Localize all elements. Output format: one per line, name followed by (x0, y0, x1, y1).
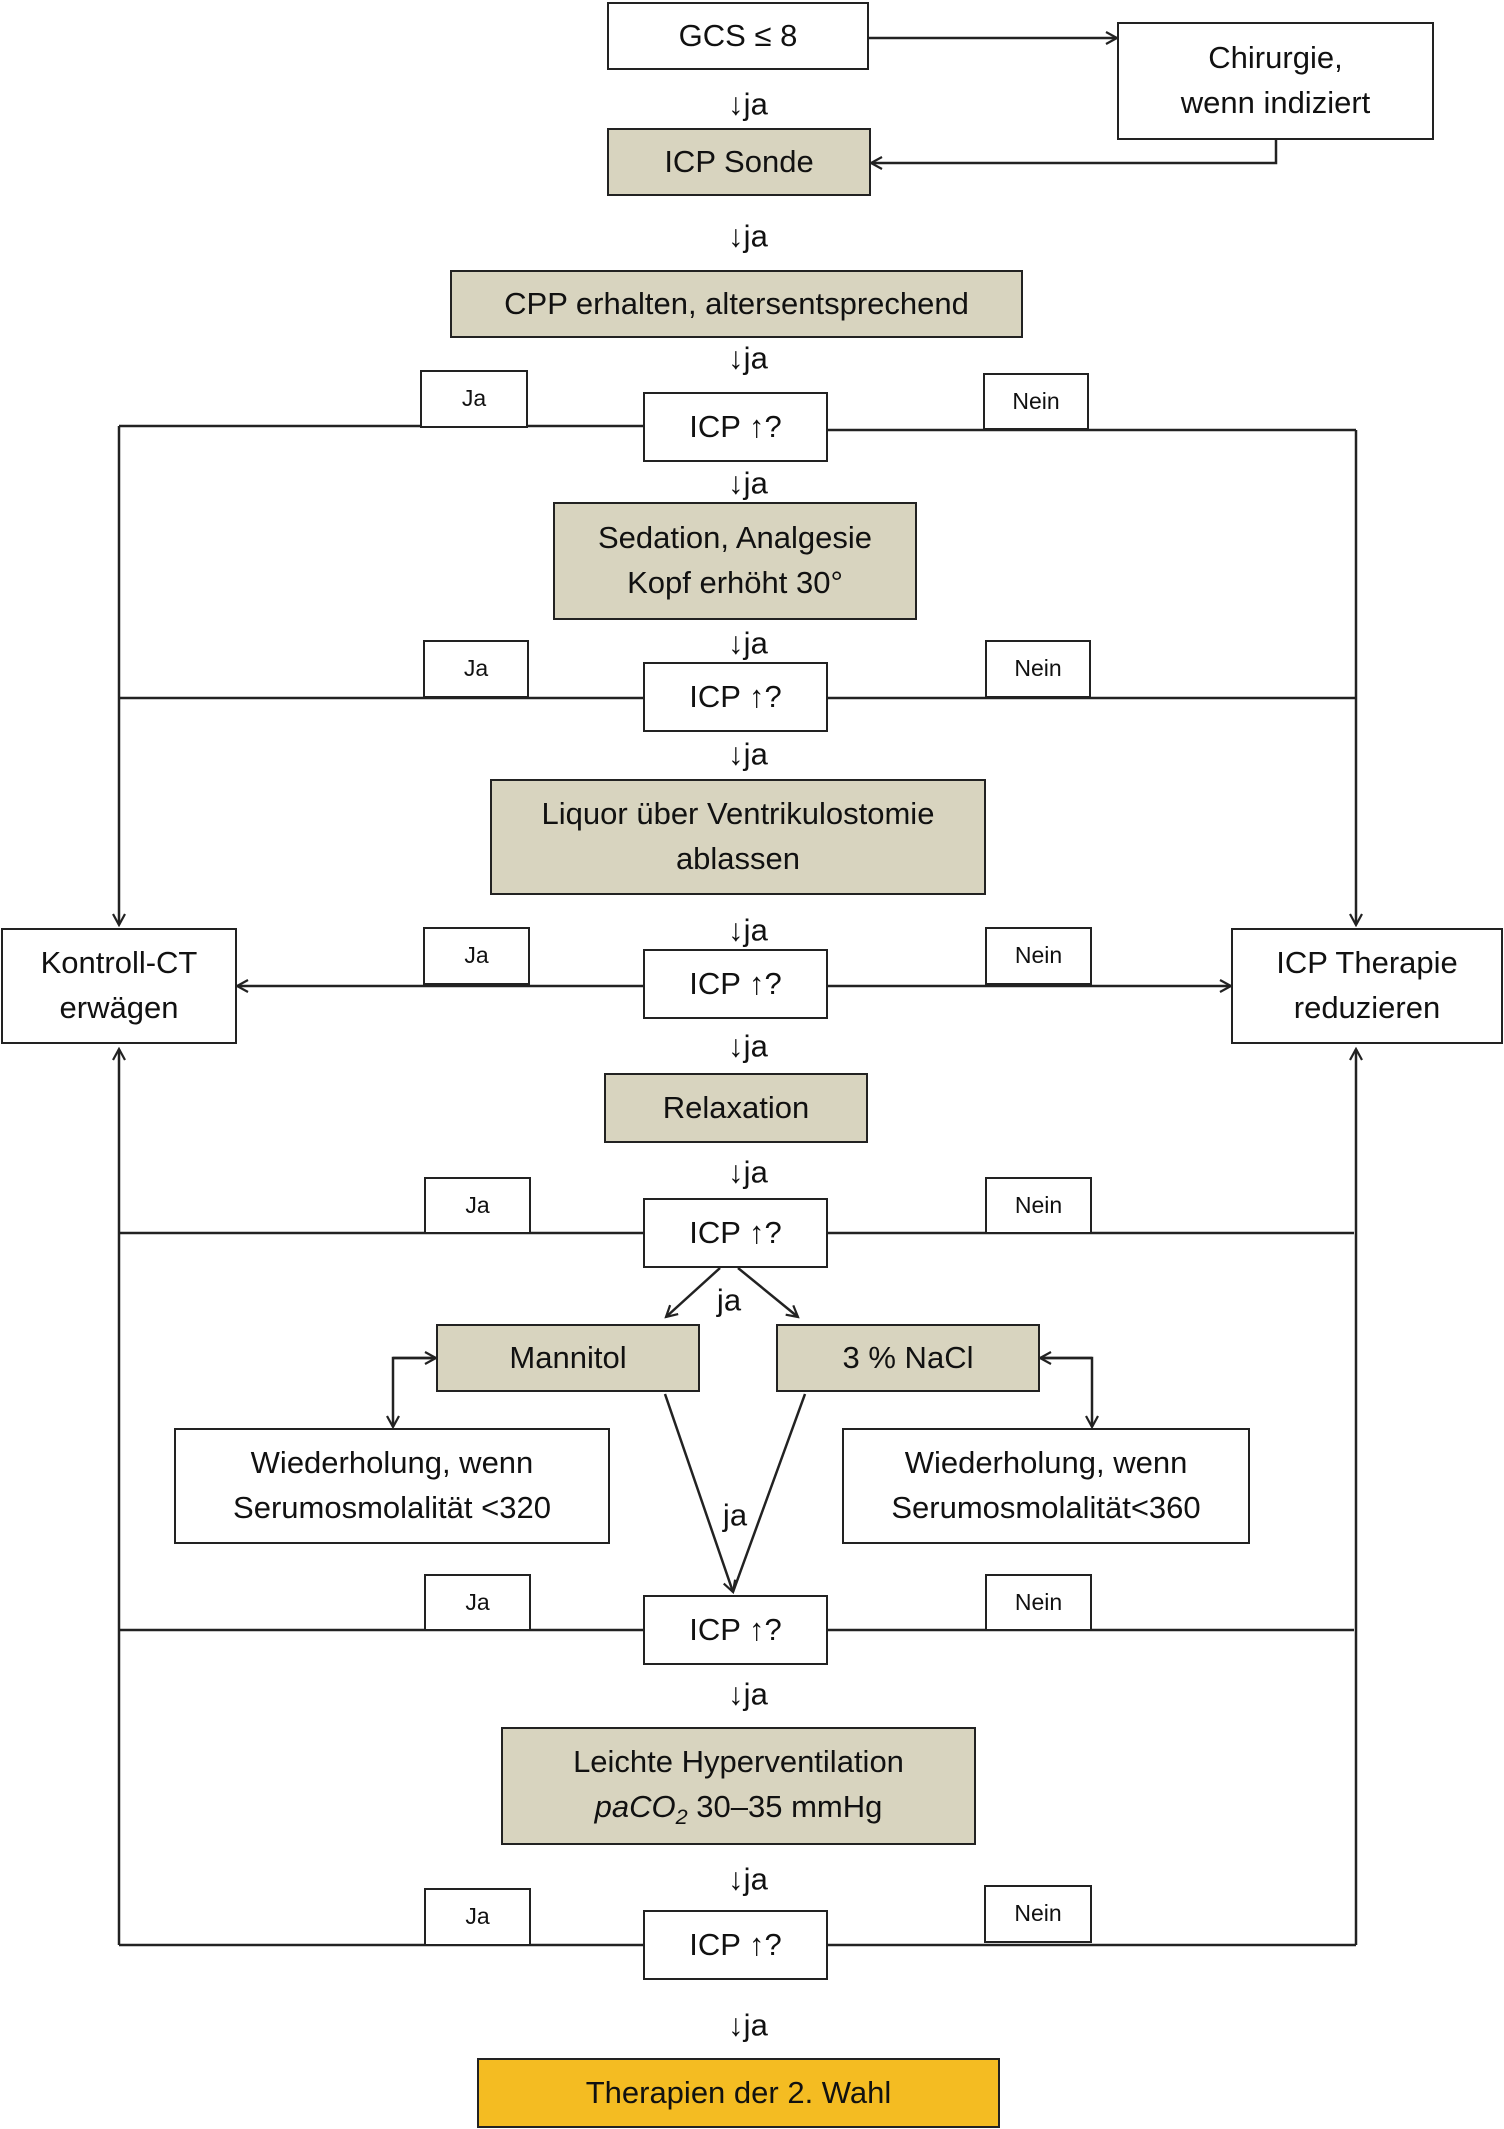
edge-label-ja: ↓ja (728, 2007, 768, 2043)
edge-surgery-icp-probe (871, 140, 1278, 163)
edge-mannitol-repeat (393, 1356, 436, 1427)
tag-yes-6: Ja (424, 1888, 531, 1946)
edge-label-ja: ↓ja (728, 1154, 768, 1190)
hyperventilation-line2: paCO2 30–35 mmHg (594, 1788, 883, 1829)
node-decision-1: ICP ↑? (643, 392, 828, 462)
node-surgery: Chirurgie, wenn indiziert (1117, 22, 1434, 140)
node-reduce-icp-therapy: ICP Therapie reduzieren (1231, 928, 1503, 1044)
edge-mannitol-q5 (663, 1393, 733, 1592)
edge-q4-mannitol (666, 1267, 721, 1317)
edge-label-ja: ja (722, 1497, 748, 1533)
tag-no-1: Nein (983, 373, 1089, 430)
tag-yes-5: Ja (424, 1574, 531, 1631)
tag-no-4: Nein (985, 1177, 1092, 1234)
edge-label-ja: ↓ja (728, 1861, 768, 1897)
tag-no-5: Nein (985, 1574, 1092, 1631)
edge-label-ja: ↓ja (728, 1028, 768, 1064)
node-decision-5: ICP ↑? (643, 1595, 828, 1665)
edge-label-ja: ↓ja (728, 340, 768, 376)
tag-yes-3: Ja (423, 927, 530, 985)
tag-yes-2: Ja (423, 640, 529, 698)
edge-label-ja: ↓ja (728, 86, 768, 122)
tag-yes-1: Ja (420, 370, 528, 428)
node-sedation: Sedation, Analgesie Kopf erhöht 30° (553, 502, 917, 620)
edge-label-ja: ↓ja (728, 912, 768, 948)
edge-label-ja: ↓ja (728, 1676, 768, 1712)
tag-no-6: Nein (984, 1885, 1092, 1943)
node-hyperventilation: Leichte Hyperventilation paCO2 30–35 mmH… (501, 1727, 976, 1845)
node-nacl: 3 % NaCl (776, 1324, 1040, 1392)
edge-nacl-q5 (731, 1393, 807, 1593)
hyperventilation-line1: Leichte Hyperventilation (573, 1743, 904, 1779)
node-relaxation: Relaxation (604, 1073, 868, 1143)
node-repeat-mannitol: Wiederholung, wenn Serumosmolalität <320 (174, 1428, 610, 1544)
edge-label-ja: ↓ja (728, 465, 768, 501)
node-repeat-nacl: Wiederholung, wenn Serumosmolalität<360 (842, 1428, 1250, 1544)
tag-no-2: Nein (985, 640, 1091, 698)
edge-label-ja: ↓ja (728, 218, 768, 254)
edge-label-ja: ja (716, 1282, 742, 1318)
node-second-line-therapy: Therapien der 2. Wahl (477, 2058, 1000, 2128)
edge-q4-nacl (737, 1267, 798, 1317)
node-decision-6: ICP ↑? (643, 1910, 828, 1980)
node-decision-4: ICP ↑? (643, 1198, 828, 1268)
node-control-ct: Kontroll-CT erwägen (1, 928, 237, 1044)
edge-nacl-repeat (1040, 1356, 1092, 1427)
tag-no-3: Nein (985, 927, 1092, 985)
node-icp-probe: ICP Sonde (607, 128, 871, 196)
edge-label-ja: ↓ja (728, 625, 768, 661)
node-decision-2: ICP ↑? (643, 662, 828, 732)
paco2-label: paCO2 (594, 1788, 688, 1829)
node-csf-drainage: Liquor über Ventrikulostomie ablassen (490, 779, 986, 895)
node-decision-3: ICP ↑? (643, 949, 828, 1019)
tag-yes-4: Ja (424, 1177, 531, 1234)
node-cpp: CPP erhalten, altersentsprechend (450, 270, 1023, 338)
node-mannitol: Mannitol (436, 1324, 700, 1392)
edge-label-ja: ↓ja (728, 736, 768, 772)
node-gcs: GCS ≤ 8 (607, 2, 869, 70)
